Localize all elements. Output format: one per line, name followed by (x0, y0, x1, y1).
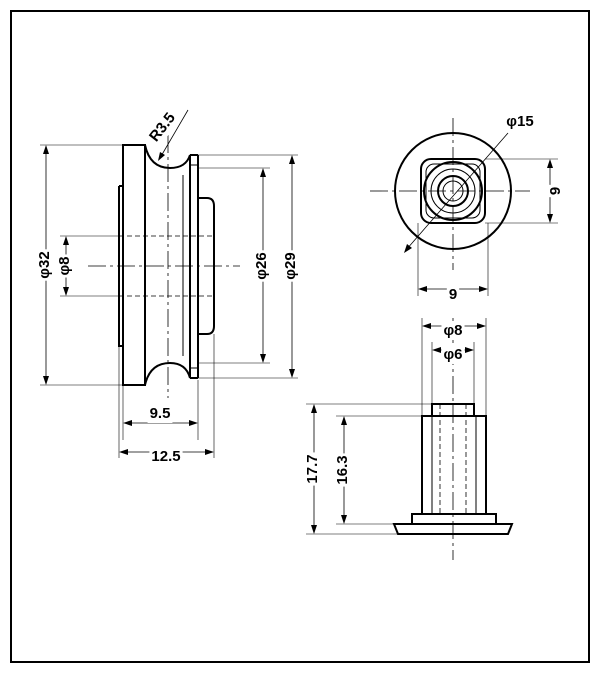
dim-12-5: 12.5 (151, 448, 180, 465)
label-backing (54, 254, 74, 278)
dim-phi32: φ32 (36, 251, 53, 278)
dim-pin-phi6: φ6 (443, 346, 462, 363)
dim-phi15: φ15 (506, 113, 533, 130)
label-backing (446, 284, 460, 304)
dim-17-7: 17.7 (304, 454, 321, 483)
dim-9-5: 9.5 (150, 405, 171, 422)
label-backing (149, 446, 183, 466)
label-backing (441, 344, 465, 364)
dim-phi26: φ26 (253, 252, 270, 279)
pin-view: φ8 φ6 17.7 16.3 (302, 318, 514, 560)
pin-top (431, 403, 475, 416)
label-backing (34, 249, 54, 281)
roller-flange (122, 144, 146, 386)
dim-phi8-side: φ8 (56, 256, 73, 275)
roller-groove (144, 144, 191, 386)
dim-9-horizontal: 9 (449, 286, 457, 303)
drawing-border (10, 10, 590, 663)
pin-base-flange (392, 523, 514, 535)
label-backing (545, 184, 565, 198)
label-backing (504, 112, 536, 131)
dim-phi29: φ29 (282, 252, 299, 279)
label-backing (147, 404, 173, 423)
label-backing (280, 250, 300, 282)
dim-16-3: 16.3 (334, 455, 351, 484)
label-backing (302, 452, 322, 486)
label-backing (143, 107, 181, 148)
front-view-roller: φ15 9 9 (370, 112, 565, 304)
dim-pin-phi8: φ8 (443, 322, 462, 339)
label-backing (251, 250, 271, 282)
label-backing (441, 320, 465, 340)
pin-base-step (411, 513, 497, 525)
label-backing (332, 453, 352, 487)
dim-9-vertical: 9 (547, 187, 564, 195)
side-view-roller: φ32 φ8 φ26 φ29 R3.5 9.5 (34, 107, 300, 466)
